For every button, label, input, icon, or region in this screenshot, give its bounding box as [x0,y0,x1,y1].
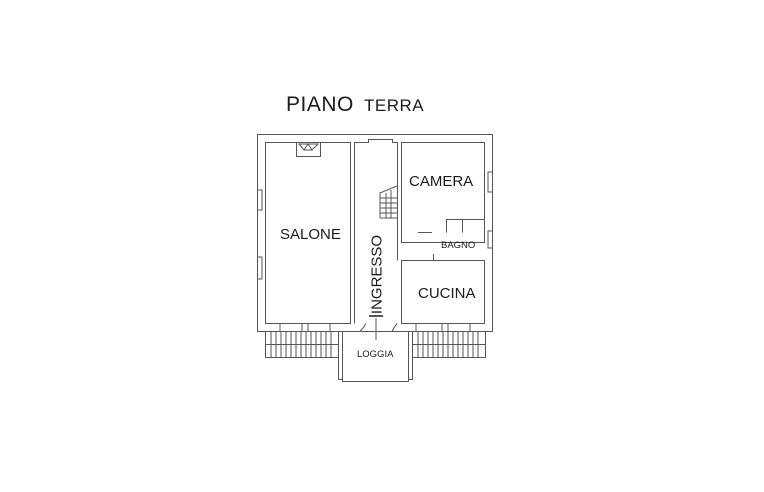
label-cucina: CUCINA [418,285,476,302]
label-loggia: LOGGIA [357,349,394,360]
title-piano: PIANO [286,93,354,116]
label-bagno: BAGNO [441,240,476,251]
label-salone: SALONE [280,226,341,243]
room-ingresso [354,139,398,324]
terrace-left [265,331,339,358]
title-terra: TERRA [364,96,425,115]
room-cucina [401,260,485,324]
fireplace [296,142,321,157]
room-bagno [401,219,485,261]
stairs [379,185,398,219]
room-camera [401,142,485,243]
label-camera: CAMERA [409,173,474,190]
terrace-right [412,331,486,358]
label-ingresso: INGRESSO [368,234,386,315]
